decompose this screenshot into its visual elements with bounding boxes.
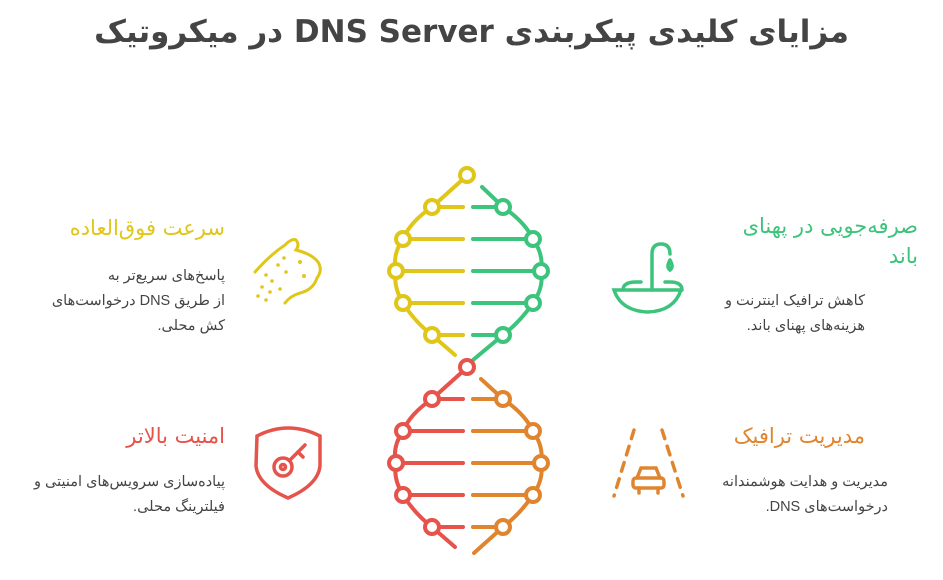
feature-description-speed: پاسخ‌های سریع‌تر به از طریق DNS درخواست‌… — [52, 264, 225, 339]
fountain-icon — [611, 242, 684, 314]
description-line: پیاده‌سازی سرویس‌های امنیتی و — [34, 474, 225, 490]
feature-description-bandwidth: کاهش ترافیک اینترنت و هزینه‌های پهنای با… — [725, 289, 865, 339]
feature-description-traffic: مدیریت و هدایت هوشمندانه درخواست‌های DNS… — [722, 470, 888, 520]
page-title: مزایای کلیدی پیکربندی DNS Server در میکر… — [94, 14, 849, 50]
feature-heading-speed: سرعت فوق‌العاده — [69, 216, 225, 240]
feature-heading-bandwidth: صرفه‌جویی در پهنای باند — [743, 211, 918, 271]
description-line: کش محلی. — [157, 318, 225, 334]
description-line: مدیریت و هدایت هوشمندانه — [722, 474, 888, 490]
heading-line: صرفه‌جویی در پهنای — [742, 214, 918, 238]
description-line: درخواست‌های DNS. — [765, 499, 888, 515]
description-line: پاسخ‌های سریع‌تر به — [107, 268, 225, 284]
feature-heading-security: امنیت بالاتر — [126, 424, 225, 448]
red-strand — [387, 358, 476, 549]
description-line: از طریق DNS درخواست‌های — [51, 293, 225, 309]
description-line: هزینه‌های پهنای باند. — [746, 318, 865, 334]
feature-description-security: پیاده‌سازی سرویس‌های امنیتی و فیلترینگ م… — [34, 470, 225, 520]
car-road-icon — [612, 428, 685, 498]
cheetah-icon — [253, 238, 322, 305]
orange-strand — [471, 377, 550, 555]
heading-line: باند — [888, 244, 918, 268]
description-line: کاهش ترافیک اینترنت و — [725, 293, 865, 309]
green-strand — [471, 185, 550, 362]
feature-heading-traffic: مدیریت ترافیک — [733, 424, 865, 448]
yellow-strand — [387, 166, 476, 357]
description-line: فیلترینگ محلی. — [133, 499, 225, 515]
shield-key-icon — [254, 426, 322, 500]
